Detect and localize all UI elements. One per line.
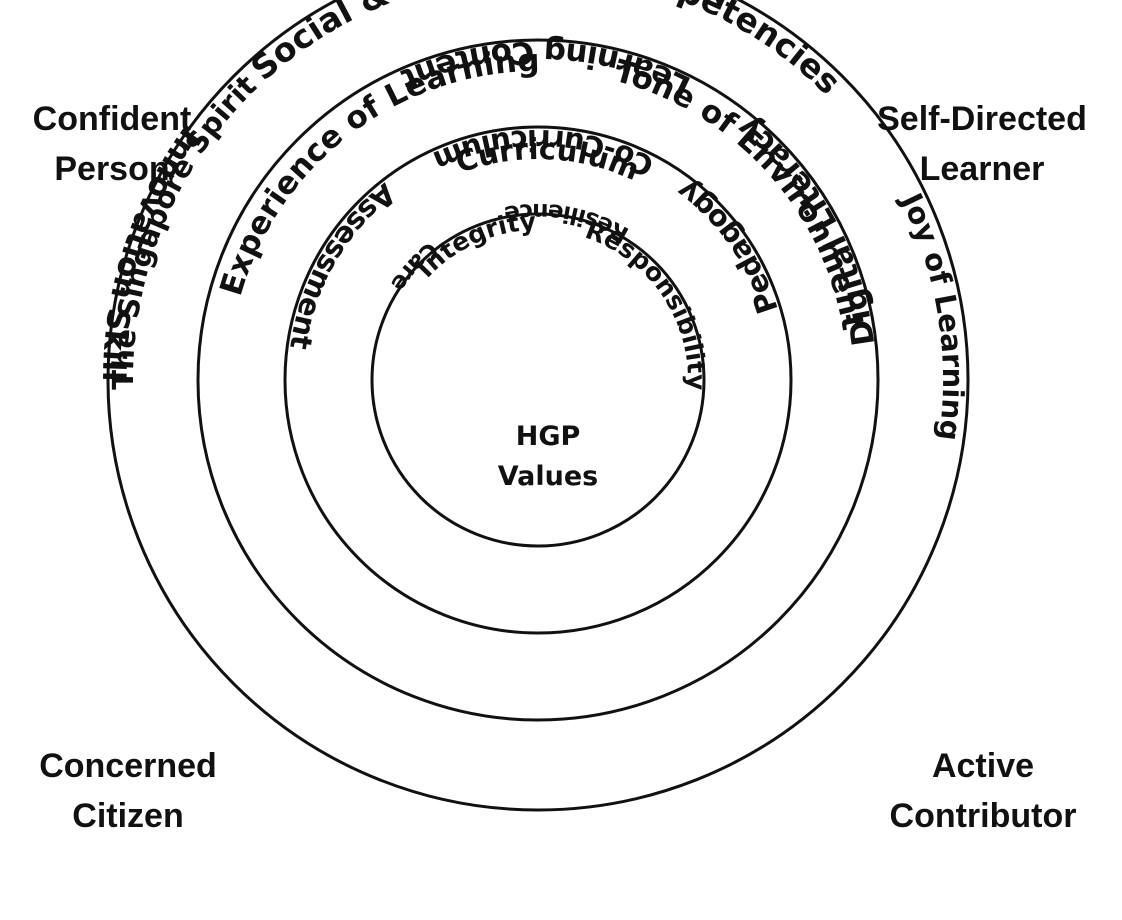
outcome-confident-person-line1: Confident [33, 100, 192, 138]
outcome-self-directed-learner-line1: Self-Directed [877, 100, 1087, 138]
environment-ring-circle [196, 38, 880, 722]
singapore-spirit-label: Strengthen The Singapore Spirit [0, 0, 263, 390]
values-ring-circle [370, 212, 706, 548]
outcome-concerned-citizen-line1: Concerned [39, 747, 217, 785]
outcome-active-contributor-line2: Contributor [890, 797, 1077, 835]
curriculum-ring-circle [283, 125, 793, 635]
outer-ring-circle [106, 0, 970, 812]
assessment-label: Assessment [283, 177, 402, 352]
outcome-active-contributor-line1: Active [932, 747, 1034, 785]
center-title: HGP [516, 421, 581, 452]
outcome-self-directed-learner-line2: Learner [920, 150, 1045, 188]
outcome-confident-person-line2: Person [54, 150, 169, 188]
value-resilience: Resilience [502, 198, 633, 247]
tone-of-environment-label: Tone of Environment [611, 53, 871, 333]
outcome-concerned-citizen-line2: Citizen [72, 797, 183, 835]
joy-of-learning-label: Joy of Learning [893, 186, 970, 442]
center-subtitle: Values [498, 461, 599, 492]
value-responsibility: Responsibility [582, 215, 712, 390]
